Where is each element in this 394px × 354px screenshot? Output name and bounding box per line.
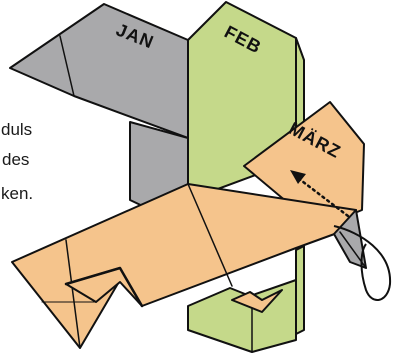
- text-fragment-2: des: [2, 150, 30, 169]
- feb-lower-strip: [295, 245, 305, 335]
- dotted-arrow-head: [290, 170, 306, 184]
- jan-panel: [9, 3, 189, 139]
- folded-triangle-left-edge: [64, 266, 144, 308]
- base-fold-line-1: [65, 239, 81, 349]
- text-fragment-1: duls: [1, 120, 33, 139]
- jan-fold-line: [59, 35, 75, 97]
- curl-arrow-icon: [333, 225, 392, 301]
- dotted-rotate-arrow-icon: [296, 176, 350, 218]
- text-fragment-3: ken.: [1, 184, 34, 203]
- folded-triangle-right: [231, 289, 283, 313]
- base-fold-line-2: [187, 183, 233, 287]
- base-panel: [11, 183, 357, 349]
